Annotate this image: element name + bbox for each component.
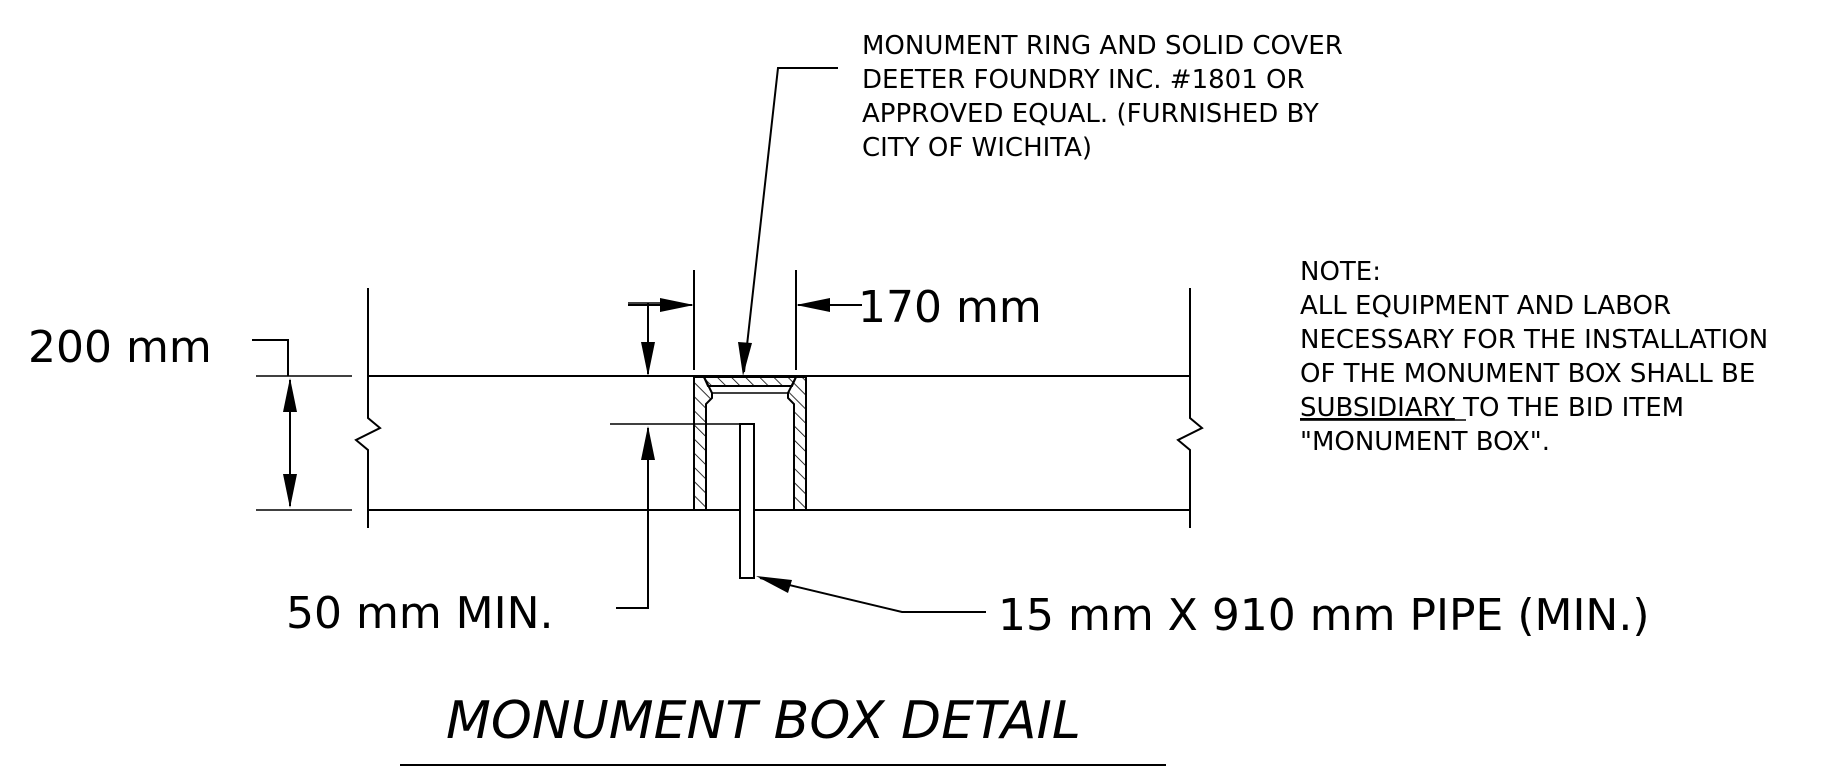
- pipe-label: 15 mm X 910 mm PIPE (MIN.): [998, 590, 1650, 641]
- min-depth-dimension: 50 mm MIN.: [286, 302, 740, 639]
- note-line-1: ALL EQUIPMENT AND LABOR: [1300, 291, 1671, 321]
- note-line-3: OF THE MONUMENT BOX SHALL BE: [1300, 359, 1755, 389]
- depth-arrow-top: [283, 378, 297, 412]
- depth-arrow-bottom: [283, 474, 297, 508]
- pavement-slab: [354, 288, 1204, 528]
- depth-dimension-label: 200 mm: [28, 322, 212, 373]
- pipe-leader: [759, 577, 986, 613]
- min-depth-arrow-up: [641, 426, 655, 460]
- box-right-wall: [787, 376, 807, 511]
- note-line-4-rest: TO THE BID ITEM: [1455, 393, 1684, 423]
- installation-note: NOTE: ALL EQUIPMENT AND LABOR NECESSARY …: [1300, 257, 1768, 457]
- width-dimension: 170 mm: [628, 270, 1042, 370]
- min-depth-lower-leader: [616, 428, 649, 609]
- monument-pipe: [739, 423, 755, 579]
- cover-leader: [743, 67, 838, 373]
- min-depth-arrow-down: [641, 342, 655, 376]
- cover-callout-line-3: APPROVED EQUAL. (FURNISHED BY: [862, 99, 1319, 129]
- width-arrow-right: [796, 298, 830, 312]
- detail-title: MONUMENT BOX DETAIL: [400, 691, 1166, 766]
- slab-left-break-line: [354, 288, 382, 528]
- depth-label-leader: [252, 339, 289, 376]
- solid-cover: [702, 376, 798, 387]
- cover-callout-line-4: CITY OF WICHITA): [862, 133, 1092, 163]
- cover-callout: MONUMENT RING AND SOLID COVER DEETER FOU…: [738, 31, 1343, 376]
- monument-box: [693, 376, 807, 579]
- cover-arrow: [738, 342, 752, 376]
- detail-title-text: MONUMENT BOX DETAIL: [446, 691, 1081, 751]
- slab-right-break-line: [1176, 288, 1204, 528]
- width-arrow-left: [660, 298, 694, 312]
- width-dimension-label: 170 mm: [858, 282, 1042, 333]
- note-line-4: SUBSIDIARY TO THE BID ITEM: [1300, 393, 1684, 423]
- note-subsidiary-word: SUBSIDIARY: [1300, 393, 1455, 423]
- depth-dimension: 200 mm: [28, 322, 352, 511]
- note-line-2: NECESSARY FOR THE INSTALLATION: [1300, 325, 1768, 355]
- note-heading: NOTE:: [1300, 257, 1381, 287]
- pipe-arrow: [756, 576, 792, 593]
- min-depth-label: 50 mm MIN.: [286, 588, 554, 639]
- pipe-callout: 15 mm X 910 mm PIPE (MIN.): [756, 576, 1650, 641]
- cover-callout-line-1: MONUMENT RING AND SOLID COVER: [862, 31, 1343, 61]
- box-left-wall: [693, 376, 713, 511]
- cover-callout-line-2: DEETER FOUNDRY INC. #1801 OR: [862, 65, 1305, 95]
- note-line-5: "MONUMENT BOX".: [1300, 427, 1550, 457]
